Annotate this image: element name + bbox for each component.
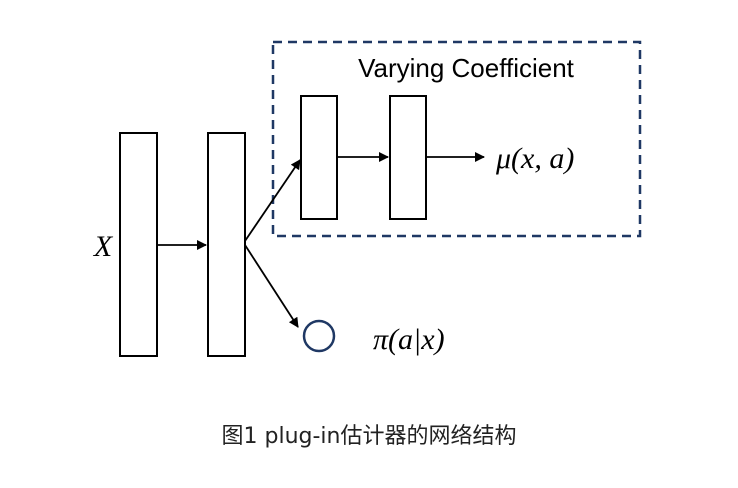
varying-layer-2 xyxy=(389,95,427,220)
hidden-layer xyxy=(207,132,246,357)
varying-coefficient-box xyxy=(271,40,642,238)
pi-output-label: π(a|x) xyxy=(373,323,445,356)
input-label-x: X xyxy=(93,230,114,263)
input-layer xyxy=(119,132,158,357)
propensity-output-node xyxy=(302,319,336,353)
figure-caption: 图1 plug-in估计器的网络结构 xyxy=(221,424,517,449)
arrow-hidden-to-pi xyxy=(244,244,299,328)
mu-output-label: μ(x, a) xyxy=(495,142,574,175)
varying-coefficient-title: Varying Coefficient xyxy=(358,53,575,83)
arrow-hidden-to-varying xyxy=(244,159,301,242)
network-diagram: Varying Coefficient X μ(x, a) π(a|x) xyxy=(93,40,642,357)
varying-layer-1 xyxy=(300,95,338,220)
